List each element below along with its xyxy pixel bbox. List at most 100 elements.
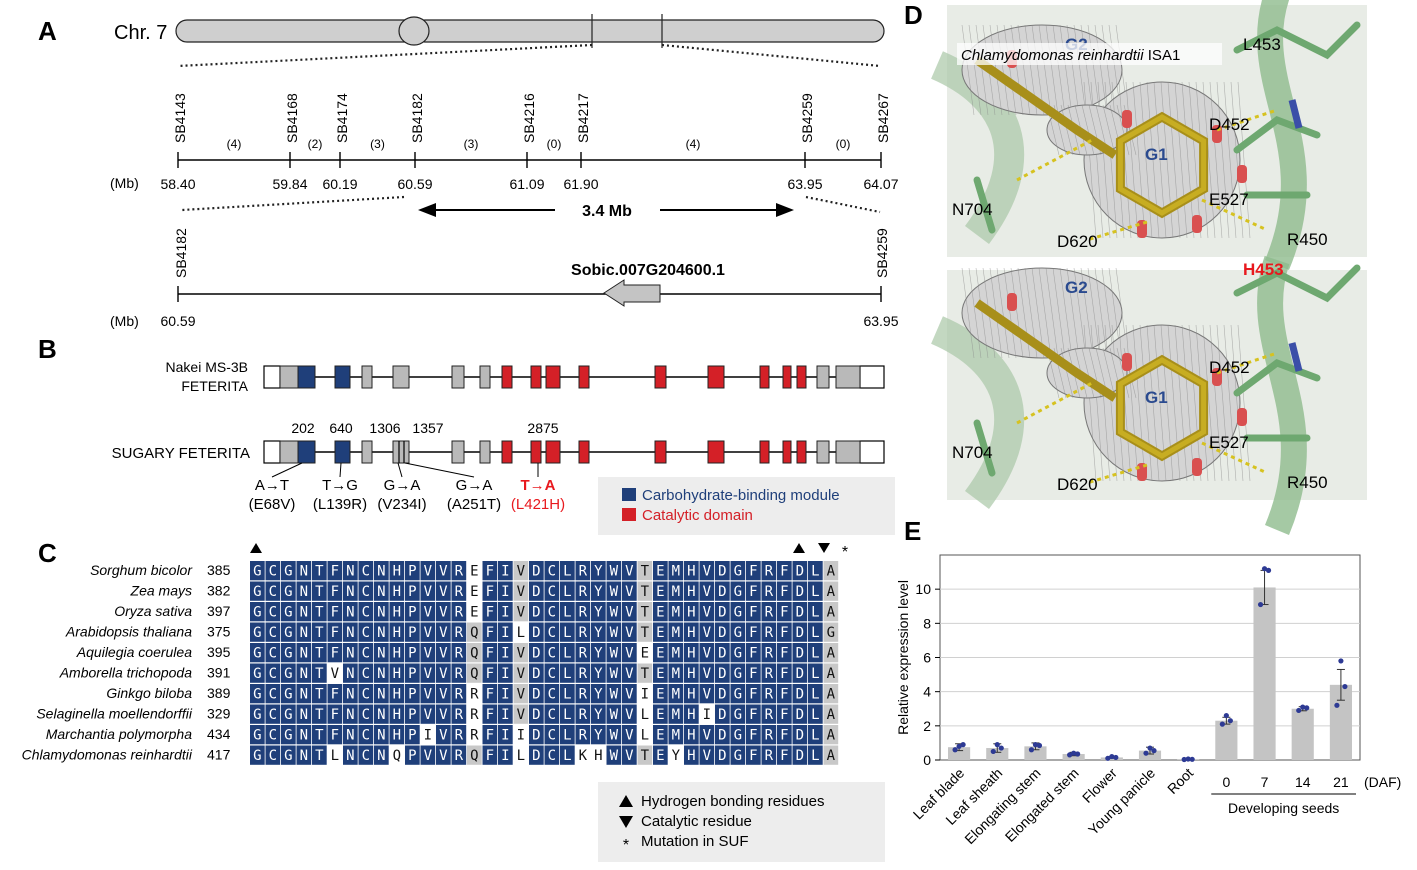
residue-cell	[405, 704, 420, 724]
residue-cell	[715, 643, 730, 663]
residue-letter: N	[300, 687, 308, 703]
mutation-aminoacid: (E68V)	[249, 496, 296, 513]
species-name: Aquilegia coerulea	[76, 644, 192, 660]
residue-cell	[668, 725, 684, 745]
residue-letter: D	[532, 584, 540, 600]
y-axis-label: Relative expression level	[895, 580, 911, 735]
residue-cell	[622, 561, 637, 581]
residue-letter: T	[315, 605, 324, 621]
residue-letter: V	[424, 748, 433, 764]
residue-cell	[761, 745, 777, 765]
residue-letter: H	[393, 564, 401, 580]
residue-letter: T	[315, 584, 324, 600]
residue-cell	[389, 725, 405, 745]
structure-label: N704	[952, 443, 993, 462]
residue-letter: C	[269, 687, 277, 703]
residue-letter: T	[641, 584, 650, 600]
residue-letter: R	[765, 687, 774, 703]
mesh-line	[975, 267, 989, 359]
residue-letter: V	[625, 584, 634, 600]
mesh-line	[1167, 324, 1181, 482]
mesh-line	[1132, 324, 1146, 482]
residue-cell	[312, 622, 327, 642]
residue-letter: L	[563, 748, 571, 764]
residue-letter: I	[703, 707, 711, 723]
residue-letter: F	[749, 687, 757, 703]
data-point	[998, 745, 1004, 751]
residue-letter: V	[703, 748, 712, 764]
residue-letter: C	[362, 605, 370, 621]
residue-letter: F	[749, 564, 757, 580]
residue-cell	[575, 561, 591, 581]
residue-cell	[296, 602, 312, 622]
residue-cell	[591, 643, 606, 663]
residue-cell	[296, 704, 312, 724]
marker-name-bottom-right: SB4259	[874, 228, 890, 278]
hbond-dash	[1086, 463, 1148, 485]
residue-cell	[792, 561, 808, 581]
residue-letter: H	[594, 748, 602, 764]
bar	[1138, 750, 1162, 760]
residue-cell	[498, 745, 513, 765]
residue-letter: H	[393, 707, 401, 723]
start-position: 385	[207, 562, 231, 578]
exon-box	[392, 440, 410, 464]
structure-label: G1	[1145, 145, 1168, 164]
structure-label: R450	[1287, 230, 1328, 249]
residue-cell	[343, 602, 358, 622]
residue-letter: C	[548, 584, 556, 600]
mesh-line	[1010, 24, 1024, 116]
residue-letter: G	[734, 584, 742, 600]
residue-letter: R	[765, 564, 774, 580]
residue-letter: W	[610, 646, 619, 662]
residue-letter: V	[625, 564, 634, 580]
residue-cell	[746, 745, 761, 765]
residue-letter: N	[377, 707, 385, 723]
residue-letter: M	[672, 564, 680, 580]
residue-cell	[761, 602, 777, 622]
residue-letter: V	[703, 625, 712, 641]
residue-cell	[560, 745, 575, 765]
start-position: 391	[207, 665, 231, 681]
residue-cell	[343, 684, 358, 704]
data-point	[1334, 702, 1340, 708]
residue-letter: D	[796, 728, 804, 744]
residue-letter: C	[548, 564, 556, 580]
residue-letter: T	[641, 625, 650, 641]
residue-letter: H	[687, 666, 695, 682]
residue-letter: G	[734, 687, 742, 703]
x-tick-label: 0	[1222, 774, 1230, 790]
residue-letter: A	[827, 666, 836, 682]
residue-cell	[281, 684, 296, 704]
residue-letter: T	[315, 748, 324, 764]
mesh-line	[1060, 347, 1074, 399]
exon-box	[501, 440, 513, 464]
exon-box	[782, 440, 792, 464]
chromosome-ideogram	[175, 14, 885, 48]
oxygen-atom	[1007, 293, 1017, 311]
residue-cell	[653, 704, 668, 724]
residue-cell	[761, 643, 777, 663]
residue-letter: G	[284, 584, 292, 600]
residue-cell	[405, 643, 420, 663]
marker-position: 60.19	[322, 176, 357, 192]
residue-letter: E	[656, 687, 664, 703]
recombinant-count: (4)	[227, 137, 242, 151]
residue-cell	[482, 684, 498, 704]
oxygen-atom	[1192, 215, 1202, 233]
residue-letter: V	[424, 625, 433, 641]
residue-letter: N	[377, 666, 385, 682]
hbond-triangle-icon	[250, 543, 262, 553]
residue-cell	[730, 663, 746, 683]
structure-title: Chlamydomonas reinhardtii ISA1	[961, 47, 1180, 64]
residue-cell	[668, 704, 684, 724]
residue-letter: F	[749, 666, 757, 682]
residue-letter: L	[811, 564, 819, 580]
mesh-line	[1045, 267, 1059, 359]
residue-letter: V	[439, 646, 448, 662]
mesh-line	[1167, 81, 1181, 239]
residue-letter: N	[346, 707, 354, 723]
residue-letter: A	[827, 707, 836, 723]
